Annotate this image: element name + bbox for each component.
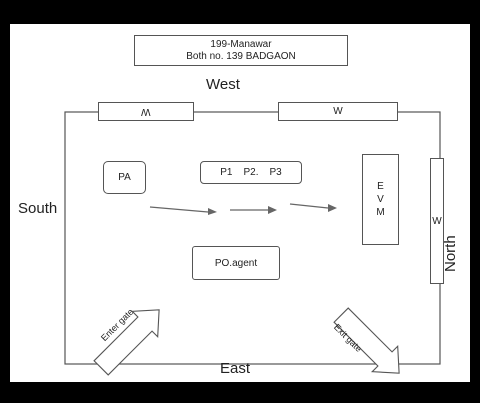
layout-sheet: 199-Manawar Both no. 139 BADGAON West Ea… [10, 24, 470, 382]
constituency-title: 199-Manawar [210, 38, 272, 50]
south-label: South [18, 200, 58, 217]
evm-letter-v: V [377, 194, 384, 205]
pa-label: PA [118, 172, 131, 183]
evm-letter-m: M [376, 207, 385, 218]
flow-arrow-2-head [268, 206, 277, 214]
diagram-lines [64, 111, 441, 376]
flow-arrow-3-head [328, 204, 337, 212]
window-west-right: W [278, 102, 398, 121]
enter-gate-arrow [93, 309, 160, 376]
window-west-left: W [98, 102, 194, 121]
presiding-officer-box: PA [103, 161, 146, 194]
evm-letter-e: E [377, 181, 384, 192]
north-label: North [442, 235, 459, 272]
window-west-left-label: W [141, 106, 151, 117]
west-label: West [206, 76, 240, 93]
window-west-right-label: W [333, 106, 343, 117]
evm-box: E V M [362, 154, 399, 245]
booth-title: Both no. 139 BADGAON [186, 50, 296, 62]
p1-label: P1 [220, 167, 233, 178]
window-north: W [430, 158, 444, 284]
east-label: East [220, 360, 251, 377]
p2-label: P2. [243, 167, 259, 178]
exit-gate-arrow [333, 307, 400, 374]
po-agent-box: PO.agent [192, 246, 280, 280]
p3-label: P3 [269, 167, 282, 178]
polling-officers-box: P1 P2. P3 [200, 161, 302, 184]
window-north-label: W [432, 215, 442, 227]
flow-arrow-3 [289, 203, 329, 209]
flow-arrow-1-head [208, 208, 217, 215]
booth-title-box: 199-Manawar Both no. 139 BADGAON [134, 35, 348, 66]
flow-arrow-1 [149, 206, 209, 213]
po-agent-label: PO.agent [214, 257, 258, 269]
